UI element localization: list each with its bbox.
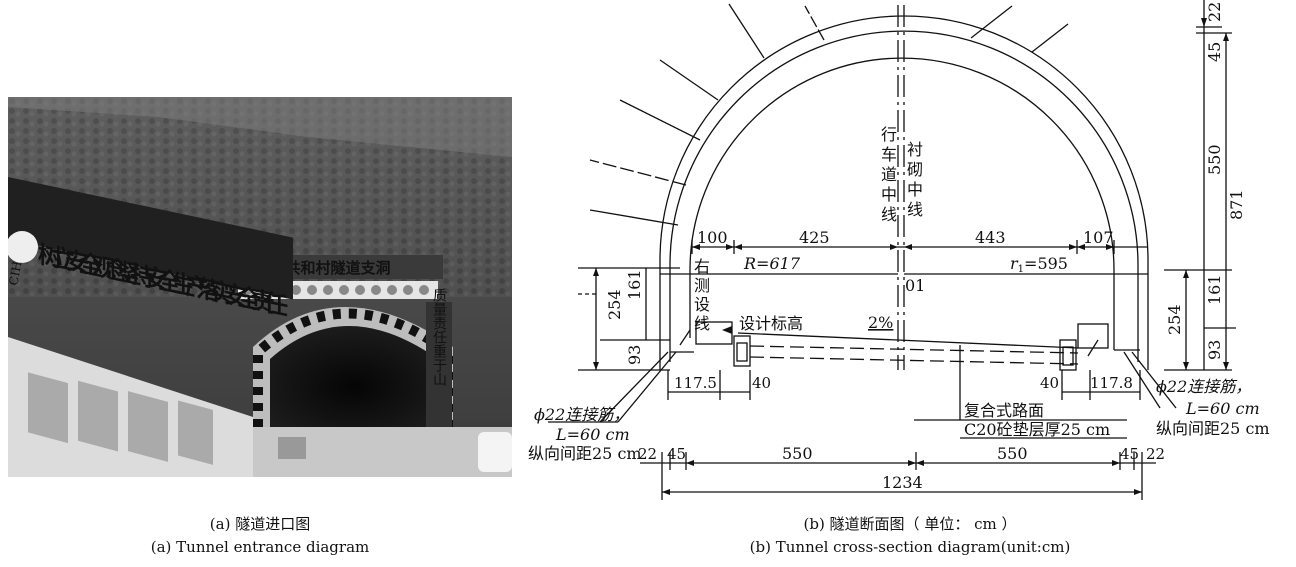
dim-40-right: 40 — [1040, 374, 1059, 392]
dim-22-top: 22 — [1205, 2, 1224, 22]
center-point-label: 01 — [905, 276, 925, 295]
svg-text:纵向间距25 cm: 纵向间距25 cm — [528, 444, 642, 463]
caption-a-en: (a) Tunnel entrance diagram — [150, 538, 370, 556]
svg-text:纵向间距25 cm: 纵向间距25 cm — [1156, 419, 1270, 438]
dim-161-left: 161 — [625, 269, 644, 300]
svg-text:砌: 砌 — [907, 160, 923, 179]
svg-text:CIH: CIH — [8, 260, 24, 286]
tunnel-opening — [270, 326, 438, 427]
svg-text:测: 测 — [694, 276, 710, 295]
svg-text:中: 中 — [881, 185, 897, 204]
dim-117-5: 117.5 — [674, 374, 717, 392]
svg-text:右: 右 — [694, 257, 710, 276]
dim-1234: 1234 — [882, 473, 923, 492]
lining-centerline-label: 衬 砌 中 线 — [907, 140, 923, 219]
svg-text:设: 设 — [694, 295, 710, 314]
dim-45-bottom-right: 45 — [1120, 445, 1139, 463]
dim-550-bottom-left: 550 — [782, 444, 813, 463]
safety-banner — [8, 177, 293, 300]
dim-45-bottom-left: 45 — [667, 445, 686, 463]
tunnel-entrance-photo: 共和村隧道支洞 质量责任重于山 树立安全观念 坚持安全生产 落实安全责任 CIH — [8, 97, 512, 477]
dim-117-8: 117.8 — [1090, 374, 1133, 392]
svg-text:L=60 cm: L=60 cm — [555, 425, 630, 444]
right-survey-line-label: 右 测 设 线 — [694, 257, 710, 333]
dim-93-right: 93 — [1205, 340, 1224, 360]
dim-100: 100 — [697, 228, 728, 247]
dim-443: 443 — [975, 228, 1006, 247]
dim-550-vertical: 550 — [1205, 144, 1224, 175]
dim-22-bottom-left: 22 — [638, 445, 657, 463]
caption-b-cn: (b) 隧道断面图（ 单位： cm ） — [803, 515, 1017, 533]
svg-text:ϕ22连接筋，: ϕ22连接筋， — [1156, 377, 1251, 396]
svg-text:ϕ22连接筋，: ϕ22连接筋， — [534, 405, 629, 424]
company-logo — [8, 231, 38, 263]
dim-40-left: 40 — [752, 374, 771, 392]
svg-text:线: 线 — [907, 200, 923, 219]
arch-inner — [689, 57, 1115, 350]
caption-a-cn: (a) 隧道进口图 — [209, 515, 311, 533]
svg-text:线: 线 — [694, 314, 710, 333]
dim-161-right: 161 — [1205, 274, 1224, 305]
right-rebar-note: ϕ22连接筋， L=60 cm 纵向间距25 cm — [1156, 377, 1270, 438]
pavement-note: 复合式路面 C20砼垫层厚25 cm — [964, 401, 1110, 439]
road-centerline-label: 行 车 道 中 线 — [881, 125, 897, 224]
dim-871: 871 — [1227, 189, 1246, 220]
dim-107: 107 — [1083, 228, 1114, 247]
svg-text:C20砼垫层厚25 cm: C20砼垫层厚25 cm — [964, 420, 1110, 439]
svg-text:L=60 cm: L=60 cm — [1185, 399, 1260, 418]
design-elevation-label: 设计标高 — [739, 314, 803, 333]
svg-text:线: 线 — [881, 205, 897, 224]
dim-425: 425 — [799, 228, 830, 247]
slope-label: 2% — [868, 313, 893, 332]
radius-right-label: r1=595 — [1010, 254, 1068, 275]
portal-sign: 共和村隧道支洞 — [285, 259, 390, 277]
vertical-sign: 质量责任重于山 — [431, 288, 447, 386]
svg-text:衬: 衬 — [907, 140, 923, 159]
dim-254-right: 254 — [1165, 304, 1184, 335]
dim-93-left: 93 — [625, 345, 644, 365]
arch-middle — [669, 30, 1139, 362]
dim-550-bottom-right: 550 — [997, 444, 1028, 463]
dim-254-left: 254 — [605, 289, 624, 320]
dim-22-bottom-right: 22 — [1146, 445, 1165, 463]
left-rebar-note: ϕ22连接筋， L=60 cm 纵向间距25 cm — [528, 405, 642, 463]
svg-text:道: 道 — [881, 165, 897, 184]
svg-text:行: 行 — [881, 125, 897, 144]
caption-b-en: (b) Tunnel cross-section diagram(unit:cm… — [749, 538, 1071, 556]
svg-text:车: 车 — [881, 145, 897, 164]
svg-text:中: 中 — [907, 180, 923, 199]
svg-text:复合式路面: 复合式路面 — [964, 401, 1044, 420]
dim-45-top: 45 — [1205, 42, 1224, 62]
radius-left-label: R=617 — [743, 254, 801, 273]
